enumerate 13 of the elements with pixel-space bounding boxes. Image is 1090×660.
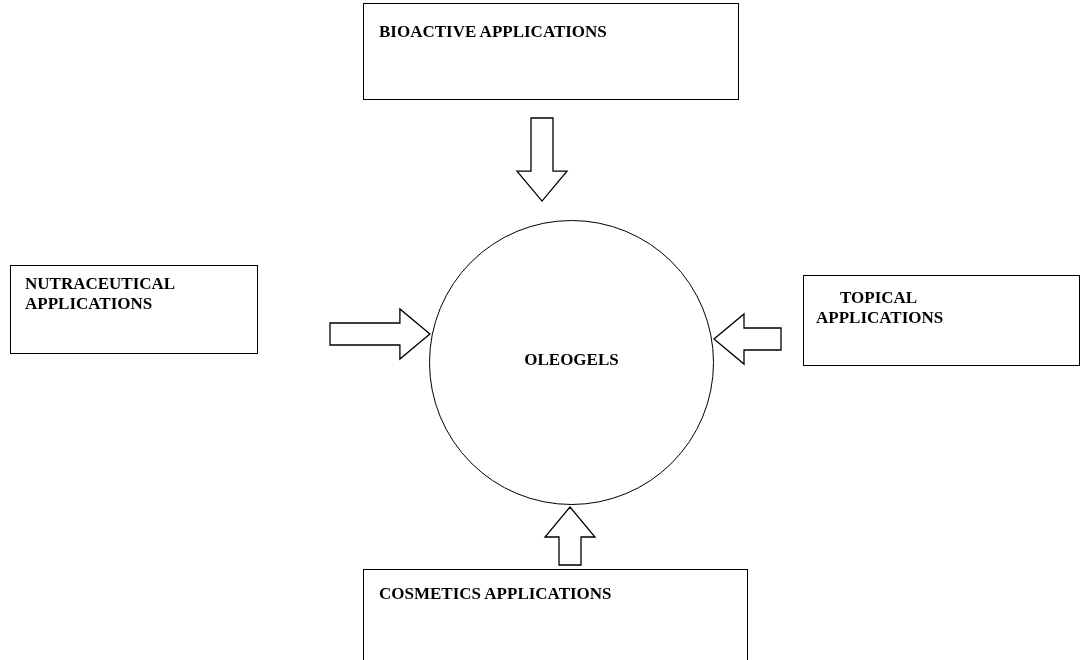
block-arrow [543,506,597,566]
block-arrow [515,117,569,203]
application-box [363,3,739,100]
application-box [363,569,748,660]
node-label: OLEOGELS [523,349,620,370]
application-box [803,275,1080,366]
block-arrow [713,312,782,366]
block-arrow [329,307,431,361]
node-label: COSMETICS APPLICATIONS [379,584,613,604]
node-label: BIOACTIVE APPLICATIONS [379,22,608,42]
node-label: NUTRACEUTICAL APPLICATIONS [25,274,176,314]
application-box [10,265,258,354]
node-label: TOPICAL APPLICATIONS [816,288,945,328]
